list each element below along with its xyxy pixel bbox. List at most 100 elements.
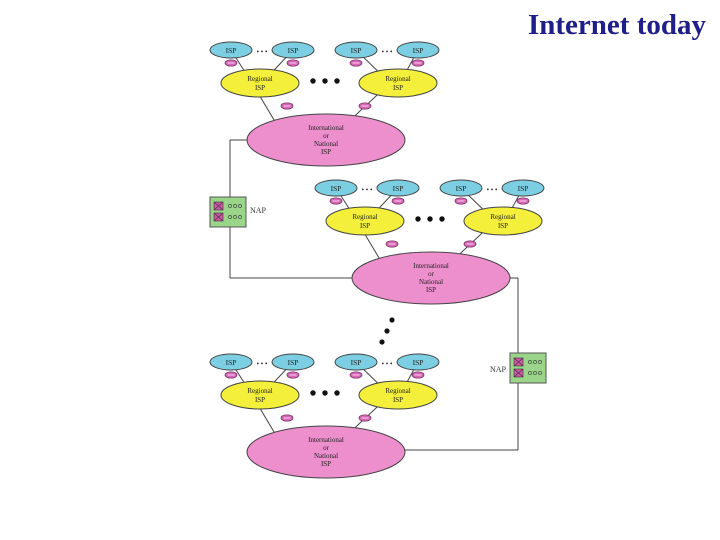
local-isp-node [209, 41, 253, 59]
international-isp-label: International [308, 436, 344, 444]
local-isp-label: ISP [288, 358, 299, 367]
regional-isp-node [220, 68, 300, 98]
local-isp-label: ISP [351, 358, 362, 367]
switch-port [238, 204, 242, 208]
local-isp-label: ISP [393, 184, 404, 193]
local-isp-node [439, 179, 483, 197]
local-isp-node [271, 353, 315, 371]
international-isp-label: National [314, 452, 338, 460]
page-title: Internet today [527, 9, 706, 41]
switch-port [533, 371, 537, 375]
regional-isp-label: ISP [255, 84, 265, 92]
regional-isp-label: Regional [247, 75, 272, 83]
international-isp-label: National [419, 278, 443, 286]
international-isp-node [246, 425, 406, 479]
ellipsis-label: • • • [382, 360, 393, 368]
international-isp-label: ISP [426, 286, 436, 294]
switch-icon [513, 368, 542, 378]
regional-isp-label: Regional [490, 213, 515, 221]
nap-label: NAP [250, 206, 267, 215]
ellipsis-label: • • • [257, 48, 268, 56]
local-isp-label: ISP [226, 358, 237, 367]
regional-isp-label: ISP [498, 222, 508, 230]
router-icon [385, 240, 399, 248]
nap-box [209, 196, 247, 228]
switch-port [228, 215, 232, 219]
local-isp-label: ISP [413, 358, 424, 367]
international-isp-label: ISP [321, 460, 331, 468]
router-icon [391, 197, 405, 205]
router-icon [224, 371, 238, 379]
regional-isp-label: Regional [247, 387, 272, 395]
vertical-ellipsis-dot [389, 317, 395, 323]
switch-icon-mark [513, 368, 524, 378]
router-icon [224, 59, 238, 67]
router-icon [411, 59, 425, 67]
local-isp-node [314, 179, 358, 197]
local-isp-label: ISP [288, 46, 299, 55]
nap-label: NAP [490, 365, 507, 374]
local-isp-label: ISP [456, 184, 467, 193]
switch-port [528, 360, 532, 364]
nap-box-frame [509, 352, 547, 384]
local-isp-node [209, 353, 253, 371]
international-isp-node [351, 251, 511, 305]
local-isp-node [334, 41, 378, 59]
local-isp-node [376, 179, 420, 197]
international-isp-label: or [323, 132, 330, 140]
nap-box-frame [209, 196, 247, 228]
router-icon [463, 240, 477, 248]
international-isp-label: ISP [321, 148, 331, 156]
router-icon [329, 197, 343, 205]
regional-isp-label: ISP [393, 396, 403, 404]
ellipsis-label: • • • [362, 186, 373, 194]
switch-icon [213, 212, 242, 222]
international-isp-node [246, 113, 406, 167]
switch-port [233, 204, 237, 208]
international-isp-label: or [323, 444, 330, 452]
international-isp-label: or [428, 270, 435, 278]
local-isp-node [396, 41, 440, 59]
ellipsis-label: • • • [382, 48, 393, 56]
regional-isp-node [358, 380, 438, 410]
regional-isp-label: ISP [393, 84, 403, 92]
switch-icon-mark [513, 357, 524, 367]
regional-isp-node [358, 68, 438, 98]
nap-box [509, 352, 547, 384]
regional-isp-node [463, 206, 543, 236]
regional-isp-label: ISP [360, 222, 370, 230]
ellipsis-label: • • • [487, 186, 498, 194]
router-icon [411, 371, 425, 379]
router-icon [454, 197, 468, 205]
local-isp-label: ISP [518, 184, 529, 193]
vertical-ellipsis-dot [379, 339, 385, 345]
regional-isp-label: ISP [255, 396, 265, 404]
switch-port [528, 371, 532, 375]
router-icon [280, 414, 294, 422]
switch-port [233, 215, 237, 219]
switch-icon-mark [213, 201, 224, 211]
local-isp-label: ISP [413, 46, 424, 55]
local-isp-label: ISP [331, 184, 342, 193]
router-icon [280, 102, 294, 110]
switch-port [538, 371, 542, 375]
local-isp-node [501, 179, 545, 197]
switch-icon-mark [213, 212, 224, 222]
international-isp-label: National [314, 140, 338, 148]
ellipsis-label: • • • [257, 360, 268, 368]
international-isp-label: International [413, 262, 449, 270]
international-isp-label: International [308, 124, 344, 132]
switch-port [228, 204, 232, 208]
local-isp-node [396, 353, 440, 371]
switch-port [538, 360, 542, 364]
vertical-ellipsis-dot [384, 328, 390, 334]
ellipsis-label: • • • [414, 209, 445, 231]
router-icon [286, 371, 300, 379]
regional-isp-node [220, 380, 300, 410]
switch-port [533, 360, 537, 364]
router-icon [358, 414, 372, 422]
switch-port [238, 215, 242, 219]
regional-isp-label: Regional [385, 75, 410, 83]
local-isp-node [334, 353, 378, 371]
